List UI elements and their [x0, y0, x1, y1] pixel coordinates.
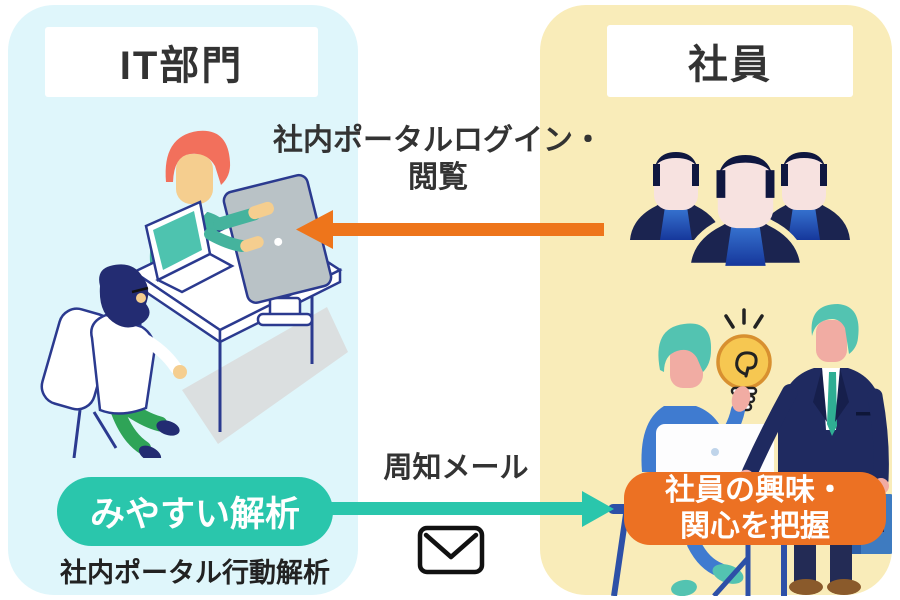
employees-title-text: 社員 [688, 43, 772, 87]
portal-analysis-caption-text: 社内ポータル行動解析 [60, 558, 330, 588]
desktop-monitor [222, 173, 333, 327]
notification-mail-label: 周知メール [353, 444, 559, 486]
grasp-interest-badge-line2: 関心を把握 [680, 509, 830, 543]
it-department-title-text: IT部門 [119, 44, 244, 88]
portal-analysis-caption: 社内ポータル行動解析 [45, 551, 345, 590]
grasp-interest-badge: 社員の興味・ 関心を把握 [624, 472, 886, 545]
portal-login-label-line1: 社内ポータルログイン・ [273, 124, 603, 157]
sitting-employee [608, 323, 806, 596]
grasp-interest-badge-line1: 社員の興味・ [665, 473, 845, 507]
employee-group-icon [630, 152, 850, 270]
it-worker-hands [204, 201, 274, 252]
it-worker-front [90, 264, 187, 458]
envelope-icon [417, 525, 485, 575]
easy-analysis-badge: みやすい解析 [57, 477, 333, 546]
it-department-title: IT部門 [45, 27, 318, 97]
floor-shadow [182, 307, 348, 444]
easy-analysis-badge-text: みやすい解析 [89, 495, 300, 534]
notification-mail-arrow-icon [330, 491, 614, 527]
portal-login-arrow-icon [296, 210, 604, 249]
employee-meeting-illustration [608, 304, 892, 596]
portal-login-label-line2: 閲覧 [408, 161, 468, 194]
portal-login-label: 社内ポータルログイン・ 閲覧 [252, 122, 624, 196]
it-desk-illustration [40, 130, 348, 458]
employees-title: 社員 [607, 25, 853, 97]
laptop [144, 200, 235, 294]
notification-mail-label-text: 周知メール [383, 452, 529, 484]
